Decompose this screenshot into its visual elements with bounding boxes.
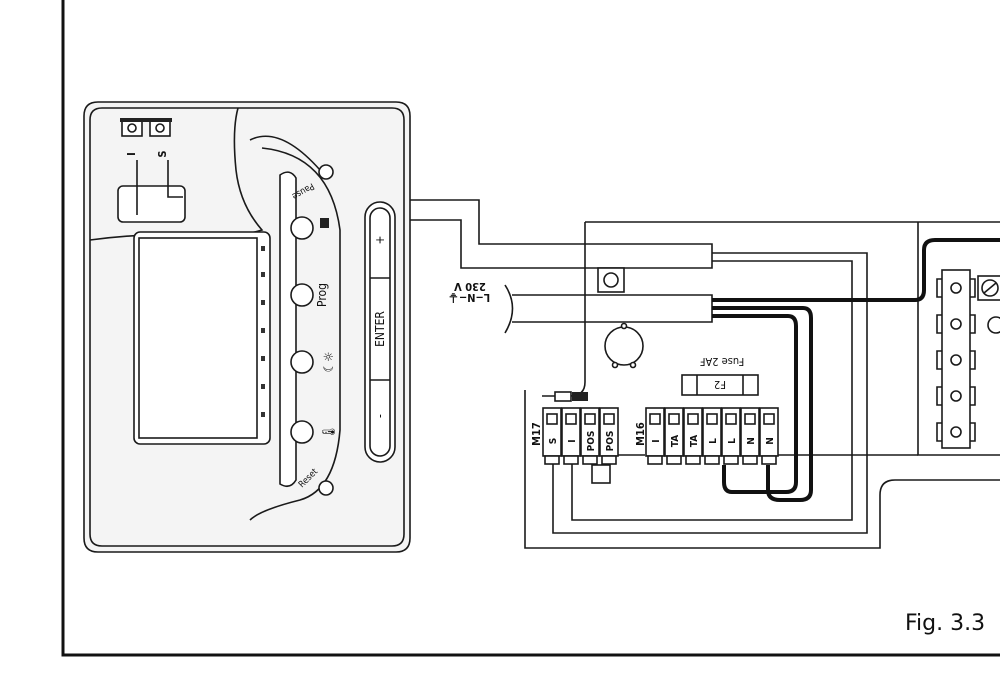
sun-moon-button[interactable] — [290, 350, 314, 374]
figure-caption: Fig. 3.3 — [905, 611, 985, 636]
neutral-wire — [712, 306, 813, 502]
terminal-label: S — [548, 438, 559, 444]
strip-terminal — [950, 390, 962, 402]
enter-button[interactable]: ENTER — [373, 311, 387, 347]
phase-label: L−N−⏚ — [448, 291, 490, 304]
terminal — [645, 407, 665, 457]
strip-terminal — [950, 426, 962, 438]
live-wire — [712, 314, 798, 494]
temperature-button[interactable] — [290, 420, 314, 444]
terminal-label: TA — [689, 435, 700, 447]
prog-button[interactable] — [290, 283, 314, 307]
jumper-open — [554, 391, 572, 402]
fuse-rating-label: Fuse 2AF — [699, 355, 744, 368]
power-cable: 230 V L−N−⏚ — [448, 238, 1000, 502]
terminal — [740, 407, 760, 457]
terminal-label-s: S — [156, 150, 169, 157]
m16-label: M16 — [634, 422, 647, 446]
strip-terminal — [950, 318, 962, 330]
jumper-closed — [572, 392, 588, 401]
sun-moon-icon: ☾☼ — [322, 352, 337, 373]
terminal-label: L — [708, 438, 719, 444]
terminal-label: N — [765, 437, 776, 445]
terminal-label-i: I — [125, 152, 138, 156]
terminal — [542, 407, 562, 457]
earth-screw-icon — [981, 279, 999, 297]
terminal — [561, 407, 581, 457]
terminal-label: I — [651, 439, 662, 442]
m17-label: M17 — [530, 422, 543, 446]
prog-label: Prog — [315, 283, 329, 307]
terminal-label: I — [567, 439, 578, 442]
fuse-id-label: F2 — [714, 378, 726, 391]
terminal-label: POS — [586, 431, 597, 452]
pause-button[interactable] — [318, 164, 334, 180]
display-day-marks — [261, 246, 265, 417]
terminal-label: TA — [670, 435, 681, 447]
thermostat-terminal-block — [120, 118, 172, 137]
terminal-label: N — [746, 437, 757, 445]
plus-button[interactable]: + — [373, 235, 387, 244]
terminal-label: L — [727, 438, 738, 444]
earth-wire — [712, 238, 1000, 302]
terminal-block-m17: M17 S I POS POS — [530, 407, 619, 465]
strip-terminal — [950, 354, 962, 366]
board-outline — [524, 221, 1000, 549]
terminal — [721, 407, 741, 457]
strip-terminal — [950, 282, 962, 294]
terminal — [664, 407, 684, 457]
adjust-pill — [364, 201, 396, 463]
terminal — [683, 407, 703, 457]
thermometer-icon: 🌡 — [321, 424, 337, 441]
voltage-label: 230 V — [454, 280, 486, 293]
cable-clamp — [597, 267, 625, 293]
earth-terminal-strip — [936, 269, 1000, 449]
terminal-label: POS — [605, 431, 616, 452]
figure-frame — [61, 0, 1000, 657]
thermostat: I S Pause Reset Prog ☾☼ 🌡 + ENTER - — [83, 101, 411, 553]
fuse-f2 — [681, 374, 759, 396]
mode-button[interactable] — [290, 216, 314, 240]
reset-button[interactable] — [318, 480, 334, 496]
pressure-sensor — [604, 326, 644, 366]
thermostat-cable — [410, 199, 868, 534]
minus-button[interactable]: - — [373, 414, 387, 418]
pos-bridge — [591, 464, 611, 484]
terminal — [759, 407, 779, 457]
heating-mode-icon — [320, 218, 329, 228]
button-rail — [279, 171, 297, 488]
display-screen — [133, 231, 271, 445]
terminal — [702, 407, 722, 457]
